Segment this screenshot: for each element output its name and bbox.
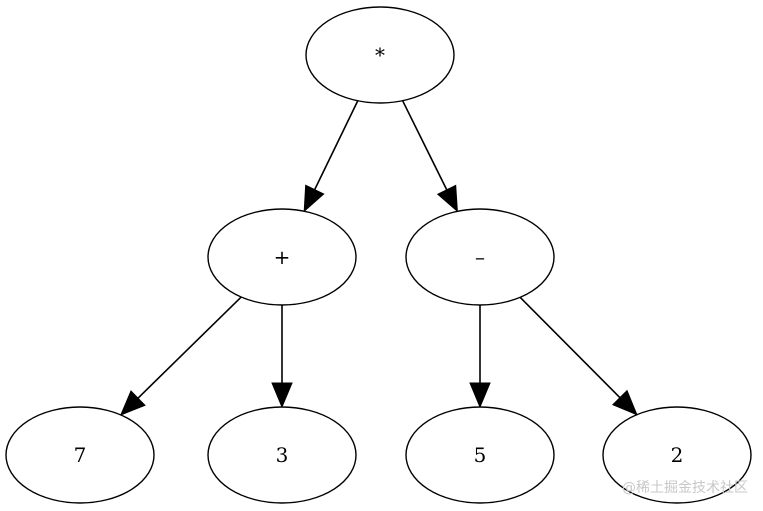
watermark-text: @稀土掘金技术社区 [622,480,748,496]
edge-line [313,100,359,190]
node-label: + [274,245,291,269]
edge-root-to-minus [401,100,458,213]
node-label: 2 [671,443,684,467]
edge-line [519,296,621,399]
node-label: – [475,245,485,269]
node-ellipse [5,406,155,504]
tree-node-two: 2 [602,406,752,504]
tree-node-seven: 7 [5,406,155,504]
node-label: 7 [74,443,87,467]
node-ellipse [602,406,752,504]
edge-minus-to-five [469,305,491,409]
tree-node-minus: – [405,208,555,306]
edge-line [401,100,448,191]
node-ellipse [207,208,357,306]
node-ellipse [207,406,357,504]
arrowhead-icon [119,390,146,416]
nodes-layer: * + – 7 3 5 2 [5,6,752,504]
arrowhead-icon [469,382,491,409]
tree-node-five: 5 [405,406,555,504]
edge-root-to-plus [303,100,359,213]
node-ellipse [305,6,455,104]
node-label: 5 [474,443,487,467]
arrowhead-icon [303,184,325,213]
edge-plus-to-three [271,305,293,409]
arrowhead-icon [436,184,458,213]
edge-line [137,296,242,399]
node-label: 3 [276,443,289,467]
tree-node-root: * [305,6,455,104]
node-ellipse [405,208,555,306]
tree-node-three: 3 [207,406,357,504]
edges-layer [119,100,638,416]
edge-minus-to-two [519,296,638,416]
edge-plus-to-seven [119,296,242,416]
tree-node-plus: + [207,208,357,306]
node-ellipse [405,406,555,504]
arrowhead-icon [271,382,293,409]
arrowhead-icon [611,389,638,416]
node-label: * [375,43,385,67]
